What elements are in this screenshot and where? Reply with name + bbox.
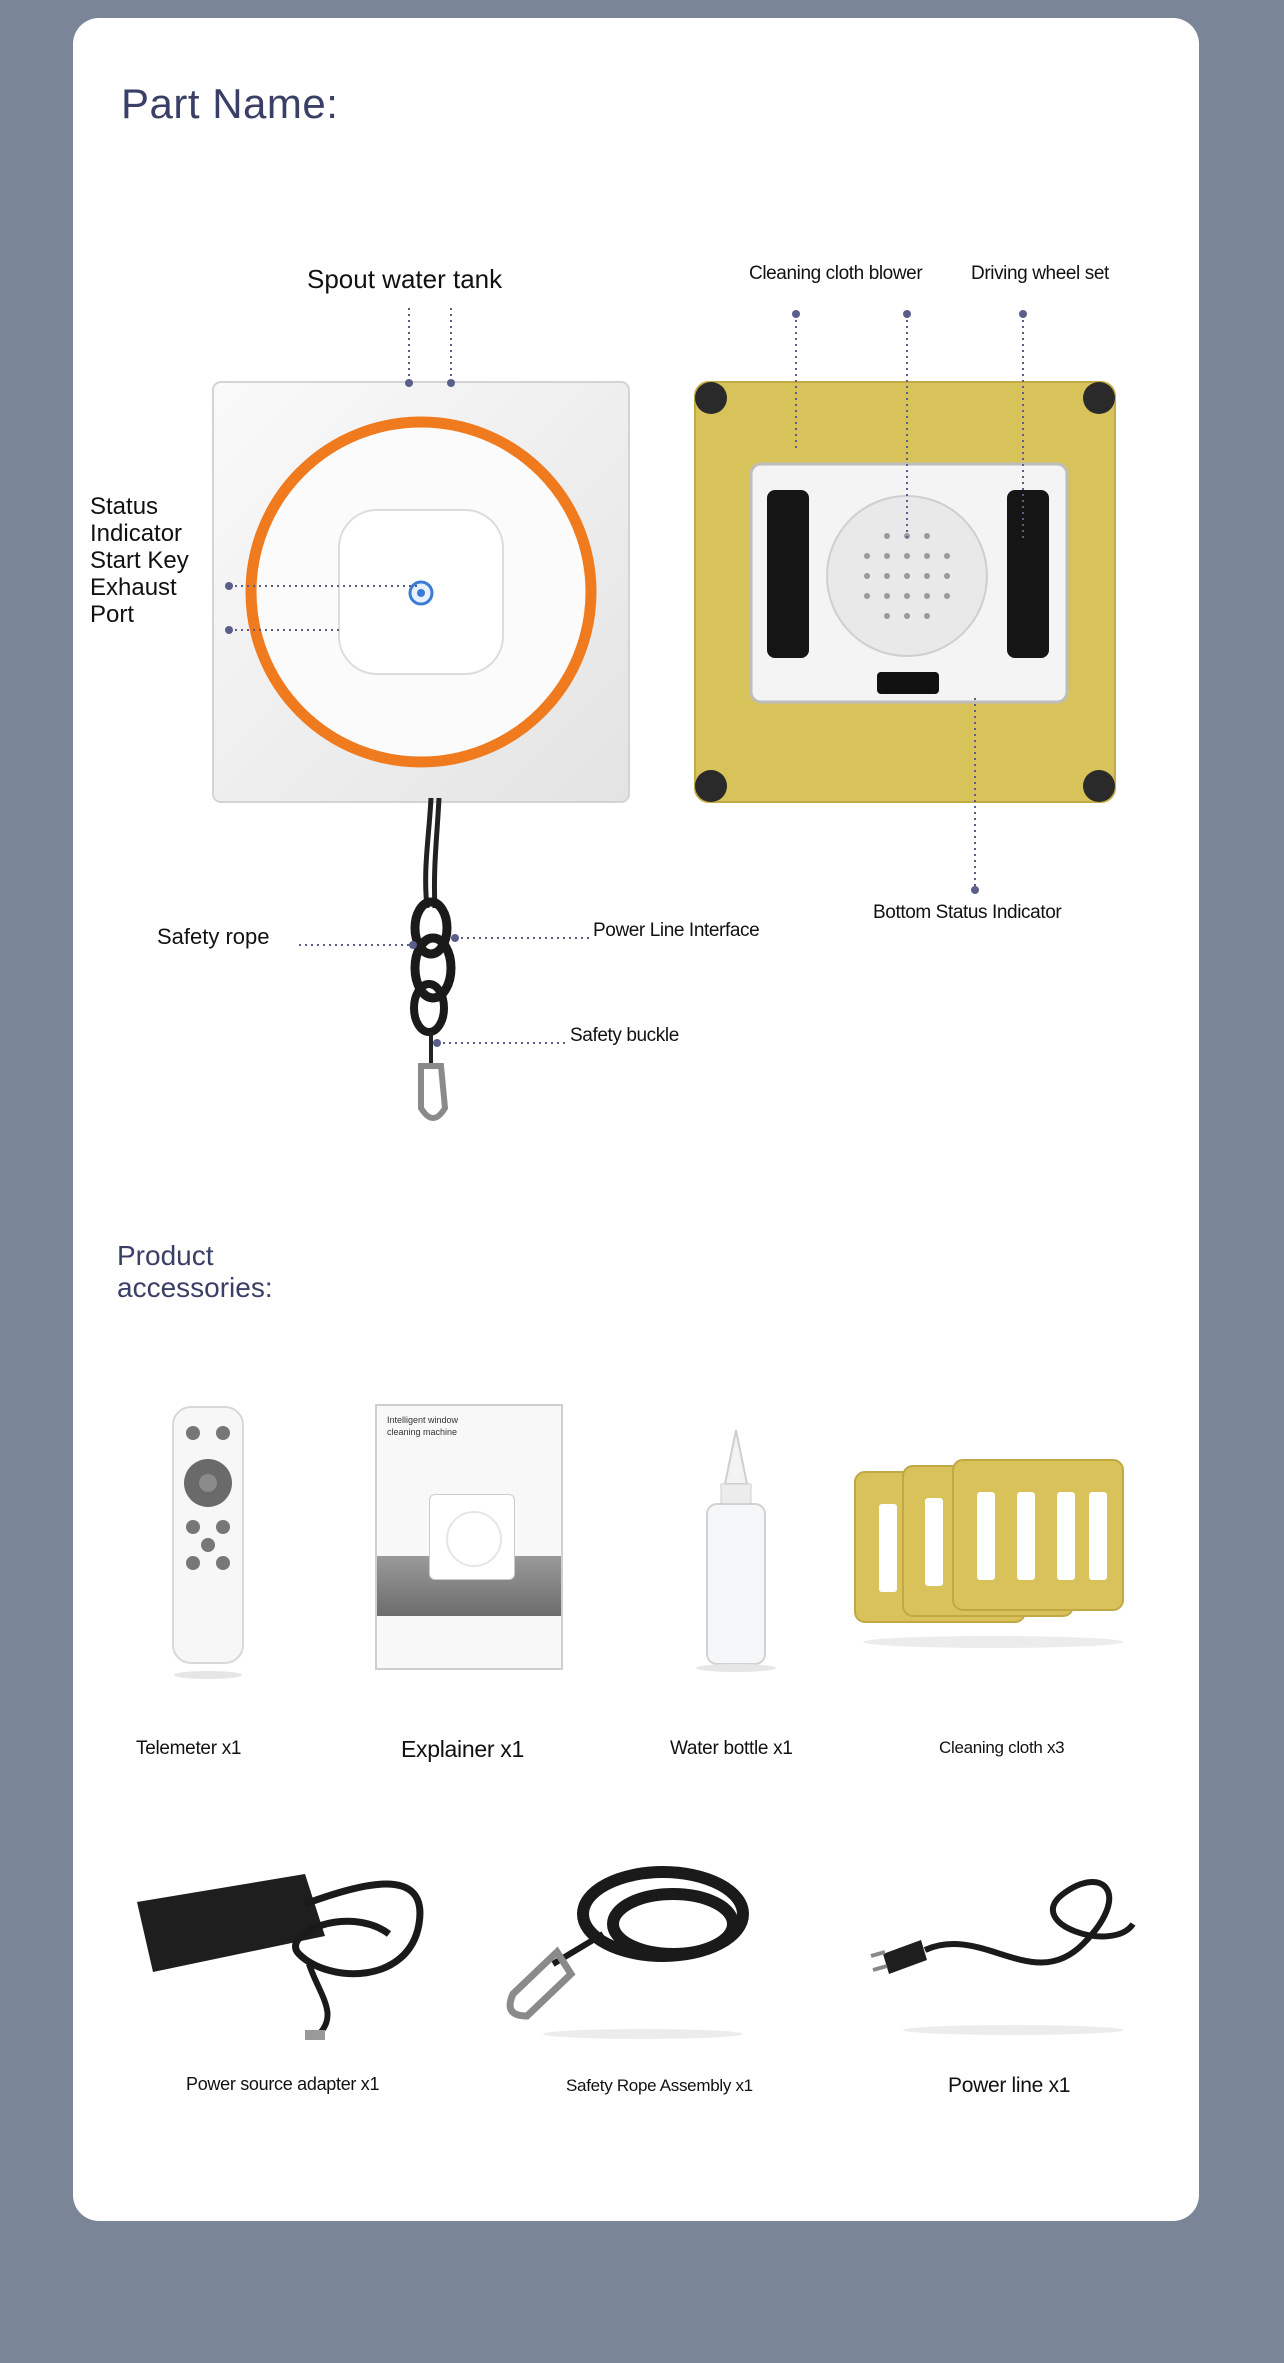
caption-telemeter: Telemeter x1 xyxy=(136,1738,242,1759)
manual-cover-robot xyxy=(429,1494,515,1580)
product-accessories-heading: Product accessories: xyxy=(117,1240,273,1303)
power-adapter-image xyxy=(137,1874,424,2040)
caption-safety-rope-assembly: Safety Rope Assembly x1 xyxy=(566,2076,753,2095)
remote-control-image xyxy=(172,1406,244,1679)
label-safety-buckle: Safety buckle xyxy=(570,1025,679,1046)
manual-cover-title: Intelligent window cleaning machine xyxy=(387,1415,459,1437)
label-bottom-status-indicator: Bottom Status Indicator xyxy=(873,902,1062,923)
caption-cleaning-cloth: Cleaning cloth x3 xyxy=(939,1738,1065,1757)
safety-rope-image xyxy=(410,798,456,1121)
caption-water-bottle: Water bottle x1 xyxy=(670,1738,793,1759)
label-status-indicator-start-key-exhaust-port: Status Indicator Start Key Exhaust Port xyxy=(90,493,189,628)
robot-front-image xyxy=(212,381,630,803)
content-card: Part Name: xyxy=(73,18,1199,2221)
manual-image: Intelligent window cleaning machine xyxy=(375,1404,563,1670)
robot-back-image xyxy=(694,381,1116,803)
label-spout-water-tank: Spout water tank xyxy=(307,264,503,294)
caption-power-line: Power line x1 xyxy=(948,2074,1071,2097)
caption-power-adapter: Power source adapter x1 xyxy=(186,2074,380,2094)
label-cleaning-cloth-blower: Cleaning cloth blower xyxy=(749,263,923,284)
label-safety-rope: Safety rope xyxy=(157,924,270,949)
cleaning-cloth-image xyxy=(854,1459,1124,1648)
safety-rope-assembly-image xyxy=(506,1866,749,2039)
label-driving-wheel-set: Driving wheel set xyxy=(971,263,1109,284)
caption-explainer: Explainer x1 xyxy=(401,1736,524,1762)
water-bottle-image xyxy=(696,1429,776,1672)
part-name-heading: Part Name: xyxy=(121,80,339,127)
leader-lines xyxy=(225,308,1027,1047)
power-line-image xyxy=(870,1879,1136,2035)
label-power-line-interface: Power Line Interface xyxy=(593,920,760,941)
